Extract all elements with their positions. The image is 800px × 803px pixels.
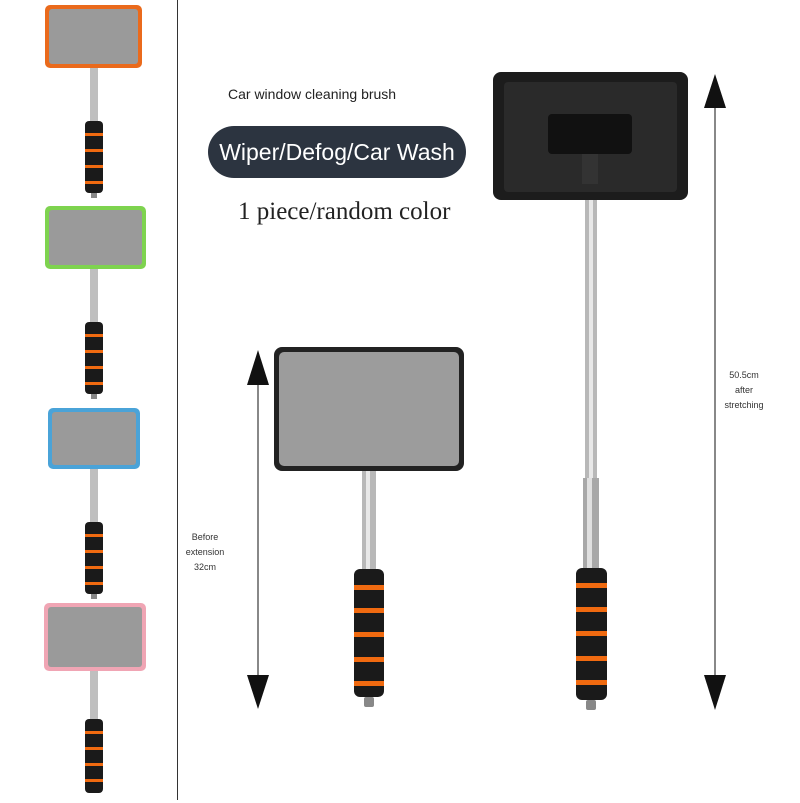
product-title: Car window cleaning brush — [228, 86, 397, 102]
variant-orange — [40, 5, 152, 200]
brush-blue-image — [48, 408, 140, 599]
product-subtitle: 1 piece/random color — [238, 198, 451, 225]
dimension-arrow-before — [247, 350, 269, 709]
feature-pill: Wiper/Defog/Car Wash — [208, 126, 466, 178]
brush-orange-image — [45, 5, 142, 198]
variant-blue — [40, 408, 152, 603]
dimension-arrow-after — [704, 74, 726, 710]
brush-before-extension — [270, 345, 470, 715]
variant-pink — [40, 603, 152, 798]
brush-green-image — [45, 206, 146, 399]
note-line: 50.5cm — [729, 370, 759, 380]
dimension-note-after: 50.5cm after stretching — [720, 368, 768, 413]
note-line: stretching — [724, 400, 764, 410]
note-line: extension — [185, 547, 225, 557]
brush-after-stretching — [490, 70, 690, 715]
note-line: after — [734, 385, 753, 395]
dimension-note-before: Before extension 32cm — [180, 530, 230, 575]
column-divider — [177, 0, 178, 800]
note-line: Before — [191, 532, 219, 542]
note-line: 32cm — [193, 562, 216, 572]
variant-green — [40, 206, 152, 401]
brush-pink-image — [44, 603, 146, 793]
